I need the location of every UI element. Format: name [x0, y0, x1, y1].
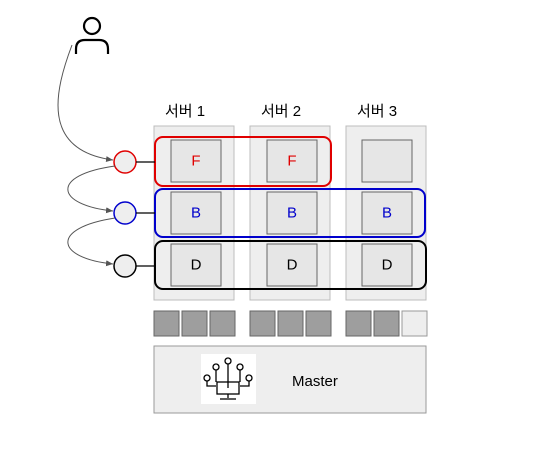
- network-tree-icon: [203, 357, 253, 400]
- server-1-cell-f-label: F: [191, 153, 200, 170]
- server-3-cell-d: [361, 243, 413, 287]
- server-1-cell-f: [170, 139, 222, 183]
- server-2-block-1: [249, 310, 276, 337]
- server-2-cell-f: [266, 139, 318, 183]
- server-2-cell-b: [266, 191, 318, 235]
- server-1-cell-b: [170, 191, 222, 235]
- server-2-cell-d: [266, 243, 318, 287]
- server-1-block-2: [181, 310, 208, 337]
- master-box: [153, 345, 427, 414]
- server-3-cell-b-label: B: [382, 205, 392, 222]
- flow-arrow-user-to-f: [57, 44, 114, 163]
- server-2-cell-d-label: D: [287, 257, 298, 274]
- group-f-node: [113, 150, 137, 174]
- flow-arrow-f-to-b: [67, 165, 116, 214]
- server-3-block-1: [345, 310, 372, 337]
- server-2-cell-f-label: F: [287, 153, 296, 170]
- server-3-cell-b: [361, 191, 413, 235]
- server-1-cell-b-label: B: [191, 205, 201, 222]
- group-d-outline: [154, 240, 427, 290]
- server-3-cell-empty: [361, 139, 413, 183]
- server-1-cell-d-label: D: [191, 257, 202, 274]
- server-2-label: 서버 2: [261, 103, 301, 120]
- group-b-node: [113, 201, 137, 225]
- flow-arrow-b-to-d: [67, 217, 116, 267]
- server-2-cell-b-label: B: [287, 205, 297, 222]
- server-2-block-3: [305, 310, 332, 337]
- server-3-block-3: [401, 310, 428, 337]
- server-1-block-3: [209, 310, 236, 337]
- server-1-block-1: [153, 310, 180, 337]
- server-1-label: 서버 1: [165, 103, 205, 120]
- server-3-block-2: [373, 310, 400, 337]
- user-icon: [74, 16, 110, 54]
- master-label: Master: [292, 373, 338, 390]
- server-3-label: 서버 3: [357, 103, 397, 120]
- group-d-node: [113, 254, 137, 278]
- server-1-cell-d: [170, 243, 222, 287]
- server-2-block-2: [277, 310, 304, 337]
- server-3-cell-d-label: D: [382, 257, 393, 274]
